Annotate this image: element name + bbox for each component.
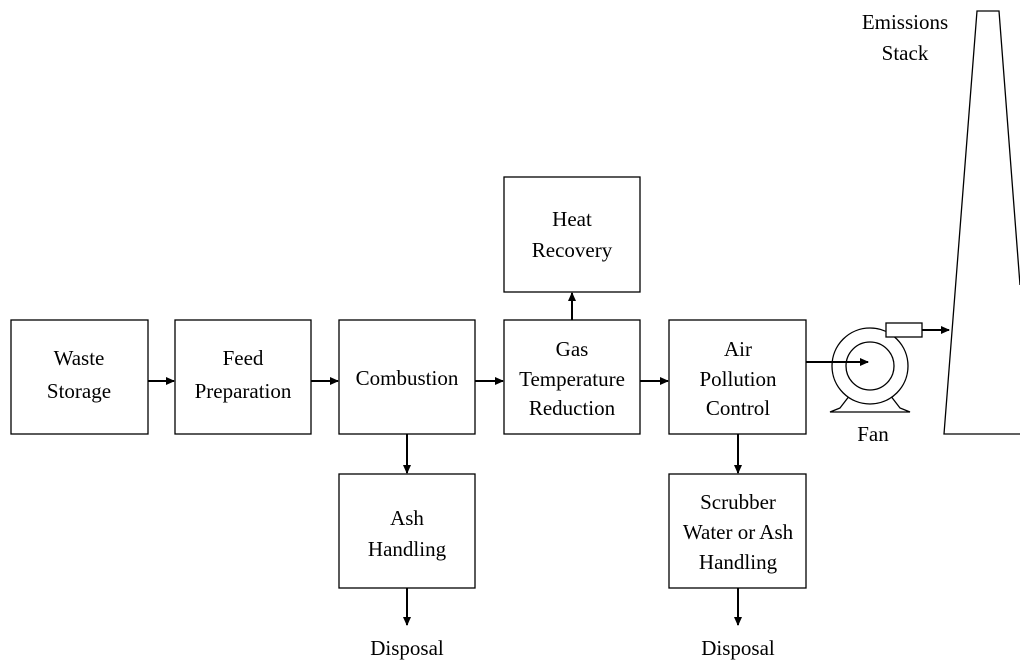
box-heat-recovery-line1: Heat [552,207,592,231]
box-waste-storage: Waste Storage [10,319,149,435]
fan-label: Fan [857,422,889,446]
stack-label-line2: Stack [882,41,929,65]
box-heat-recovery-line2: Recovery [532,238,613,262]
box-combustion: Combustion [338,319,476,435]
box-feed-preparation: Feed Preparation [174,319,312,435]
box-ash-handling-line1: Ash [390,506,424,530]
box-waste-storage-line1: Waste [54,346,105,370]
box-gas-temp-line2: Temperature [519,367,625,391]
box-scrubber-line1: Scrubber [700,490,776,514]
fan-icon [806,322,923,413]
box-feed-preparation-line2: Preparation [195,379,292,403]
box-gas-temperature-reduction: Gas Temperature Reduction [503,319,641,435]
box-gas-temp-line1: Gas [556,337,589,361]
box-waste-storage-line2: Storage [47,379,111,403]
box-apc-line3: Control [706,396,770,420]
disposal-label-scrubber: Disposal [701,636,775,660]
box-apc-line2: Pollution [699,367,777,391]
box-air-pollution-control: Air Pollution Control [668,319,807,435]
box-scrubber-line3: Handling [699,550,778,574]
box-ash-handling-line2: Handling [368,537,447,561]
box-combustion-line1: Combustion [356,366,459,390]
box-gas-temp-line3: Reduction [529,396,616,420]
box-scrubber-handling: Scrubber Water or Ash Handling [668,473,807,589]
box-feed-preparation-line1: Feed [223,346,264,370]
box-apc-line1: Air [724,337,752,361]
box-ash-handling: Ash Handling [338,473,476,589]
box-heat-recovery: Heat Recovery [503,176,641,293]
stack-label-line1: Emissions [862,10,948,34]
box-scrubber-line2: Water or Ash [683,520,794,544]
disposal-label-ash: Disposal [370,636,444,660]
emissions-stack [943,10,1020,435]
